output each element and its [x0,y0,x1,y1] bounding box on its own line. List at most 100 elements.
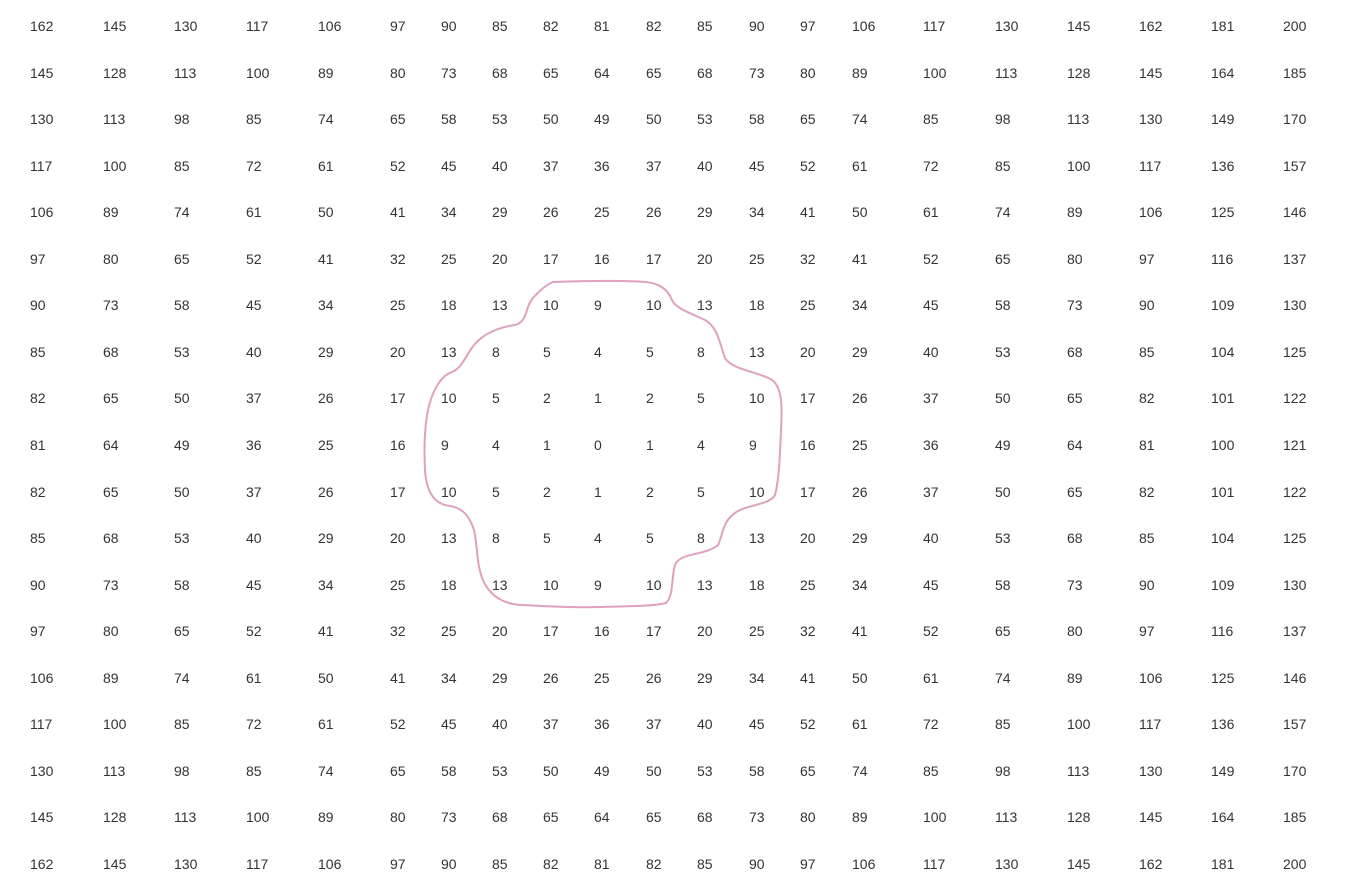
grid-cell: 29 [492,669,508,686]
grid-cell: 89 [318,64,334,81]
grid-cell: 90 [30,576,46,593]
grid-cell: 29 [318,343,334,360]
grid-cell: 40 [492,157,508,174]
grid-cell: 130 [1139,762,1163,779]
grid-cell: 65 [1067,390,1083,407]
grid-cell: 68 [697,809,713,826]
grid-cell: 41 [318,623,334,640]
grid-cell: 97 [800,18,816,34]
grid-cell: 20 [390,530,406,547]
grid-cell: 32 [800,623,816,640]
grid-cell: 64 [594,64,610,81]
grid-cell: 65 [800,111,816,128]
grid-cell: 4 [697,436,705,453]
grid-cell: 164 [1211,64,1235,81]
grid-cell: 5 [492,390,500,407]
grid-cell: 130 [30,762,54,779]
grid-cell: 117 [30,157,53,174]
grid-cell: 170 [1283,762,1307,779]
grid-cell: 100 [1067,157,1091,174]
grid-cell: 101 [1211,390,1235,407]
grid-cell: 49 [594,111,610,128]
grid-cell: 5 [543,343,551,360]
grid-cell: 41 [800,204,816,221]
grid-cell: 26 [543,669,559,686]
grid-cell: 36 [923,436,939,453]
grid-cell: 53 [174,530,190,547]
grid-cell: 37 [543,157,559,174]
grid-cell: 200 [1283,18,1307,34]
grid-cell: 90 [749,855,765,872]
grid-cell: 100 [923,809,947,826]
grid-cell: 52 [923,250,939,267]
grid-cell: 53 [492,762,508,779]
grid-cell: 50 [543,762,559,779]
grid-cell: 97 [390,855,406,872]
grid-cell: 26 [852,483,868,500]
grid-cell: 117 [246,18,269,34]
grid-cell: 130 [174,855,198,872]
grid-cell: 109 [1211,297,1235,314]
grid-cell: 26 [543,204,559,221]
grid-cell: 13 [697,297,713,314]
grid-cell: 106 [318,18,342,34]
grid-cell: 52 [246,623,262,640]
grid-cell: 1 [543,436,551,453]
grid-cell: 64 [103,436,119,453]
grid-cell: 17 [646,623,662,640]
grid-cell: 20 [800,343,816,360]
grid-cell: 58 [749,762,765,779]
grid-cell: 185 [1283,64,1307,81]
grid-cell: 68 [1067,530,1083,547]
grid-cell: 41 [852,250,868,267]
grid-cell: 106 [318,855,342,872]
grid-cell: 68 [492,64,508,81]
grid-cell: 1 [646,436,654,453]
grid-cell: 40 [697,157,713,174]
grid-cell: 162 [30,18,54,34]
grid-cell: 25 [390,297,406,314]
grid-cell: 40 [697,716,713,733]
grid-cell: 10 [543,297,559,314]
grid-cell: 80 [103,623,119,640]
grid-cell: 26 [646,204,662,221]
grid-cell: 36 [246,436,262,453]
grid-cell: 136 [1211,157,1235,174]
grid-cell: 130 [995,18,1019,34]
grid-cell: 106 [1139,204,1163,221]
grid-cell: 9 [594,297,602,314]
grid-cell: 45 [923,297,939,314]
grid-cell: 9 [441,436,449,453]
grid-cell: 20 [492,250,508,267]
grid-cell: 40 [246,530,262,547]
grid-cell: 17 [390,483,406,500]
grid-cell: 89 [1067,204,1083,221]
grid-cell: 20 [697,623,713,640]
grid-cell: 17 [543,623,559,640]
grid-cell: 117 [923,18,946,34]
grid-cell: 64 [594,809,610,826]
grid-cell: 74 [995,204,1011,221]
grid-cell: 10 [441,390,457,407]
grid-cell: 80 [390,809,406,826]
grid-cell: 98 [174,762,190,779]
grid-cell: 113 [103,111,126,128]
grid-cell: 25 [749,250,765,267]
grid-cell: 137 [1283,250,1307,267]
grid-cell: 58 [441,762,457,779]
grid-cell: 130 [174,18,198,34]
grid-cell: 65 [995,250,1011,267]
grid-cell: 50 [852,204,868,221]
grid-cell: 72 [923,716,939,733]
grid-cell: 34 [441,669,457,686]
grid-cell: 82 [1139,483,1155,500]
grid-cell: 58 [749,111,765,128]
grid-cell: 17 [646,250,662,267]
grid-cell: 50 [318,204,334,221]
grid-cell: 89 [318,809,334,826]
grid-cell: 8 [697,343,705,360]
grid-cell: 81 [594,18,610,34]
grid-cell: 125 [1211,204,1235,221]
grid-cell: 145 [103,18,127,34]
grid-cell: 89 [103,669,119,686]
